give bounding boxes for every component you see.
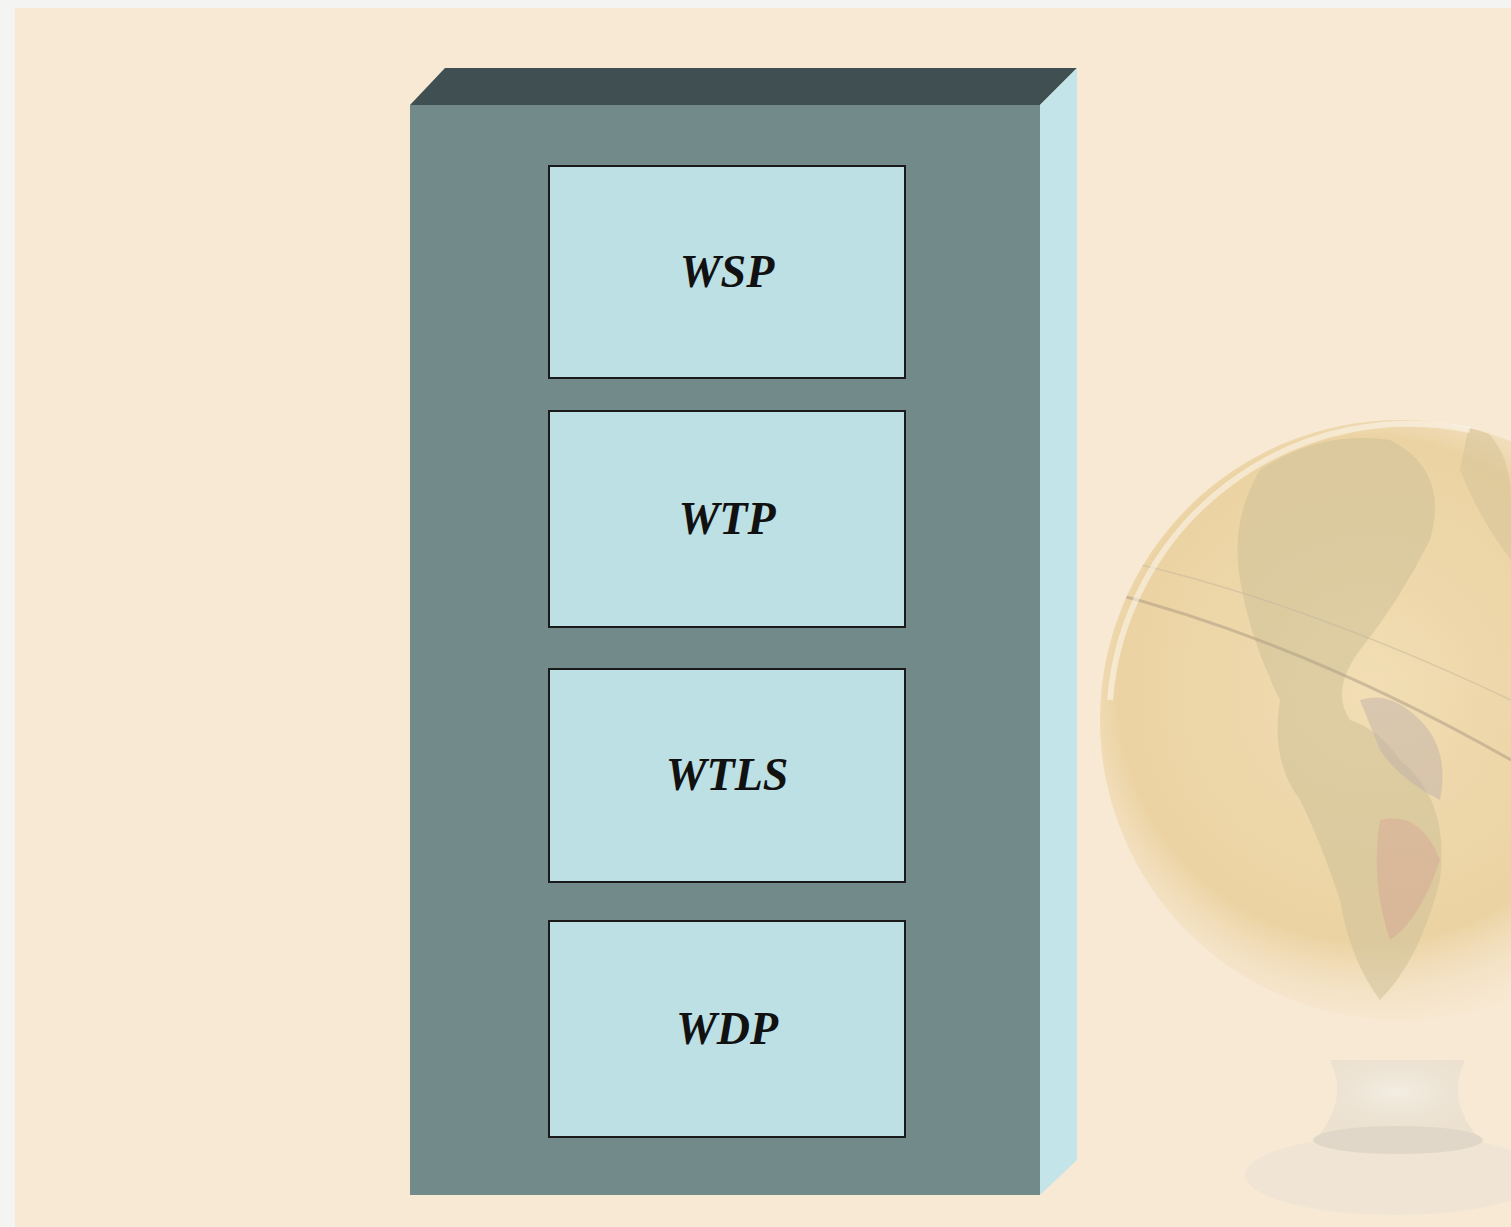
globe-illustration (1100, 420, 1511, 1215)
protocol-layer-box: WSP (548, 165, 906, 379)
latitude-line (1120, 560, 1511, 700)
layer-label: WDP (676, 1004, 778, 1055)
slide-ground (15, 8, 1511, 1227)
equator-line (1100, 590, 1511, 760)
protocol-layer-box: WTP (548, 410, 906, 628)
layer-label: WSP (680, 247, 775, 298)
layer-label: WTP (678, 494, 775, 545)
continent-shape (1238, 438, 1442, 1000)
continent-shape (1460, 420, 1511, 560)
protocol-layer-box: WTLS (548, 668, 906, 883)
block-top-face (410, 68, 1077, 105)
block-side-face (1040, 68, 1077, 1195)
protocol-layer-box: WDP (548, 920, 906, 1138)
block-front-face (410, 105, 1040, 1195)
globe-meridian-ring (1110, 424, 1470, 700)
layer-label: WTLS (666, 750, 789, 801)
globe-continents (1100, 420, 1511, 1000)
continent-shape (1377, 818, 1440, 940)
globe-sphere (1100, 420, 1511, 1020)
continent-shape (1360, 698, 1443, 801)
globe-base (1313, 1126, 1483, 1154)
